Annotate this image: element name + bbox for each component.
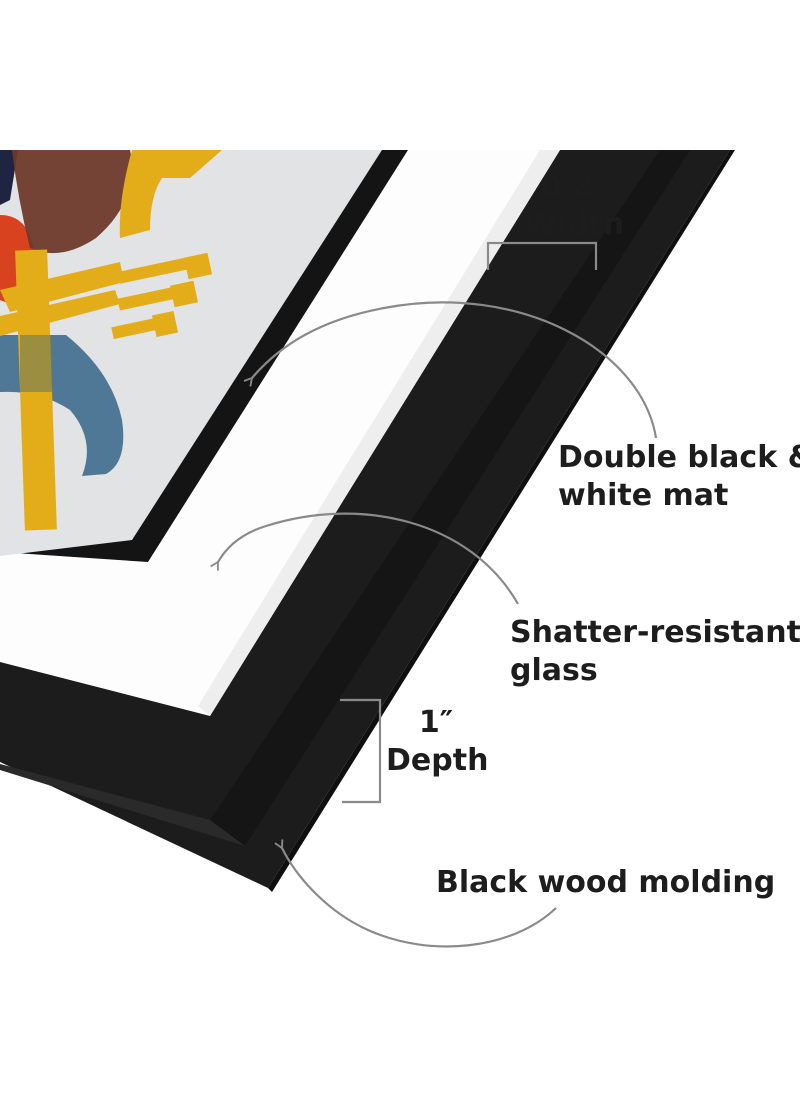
frame-side-face (268, 150, 735, 892)
width-callout: 0.8″ Width (512, 168, 636, 244)
depth-label: Depth (386, 743, 489, 778)
depth-dimension-bracket (340, 698, 382, 804)
mat-label-line2: white mat (558, 478, 729, 513)
white-mat-bevel (198, 150, 560, 716)
glass-callout: Shatter-resistant glass (510, 614, 800, 690)
mat-label-line1: Double black & (558, 440, 800, 475)
molding-label: Black wood molding (436, 865, 776, 900)
mat-callout-arrow (252, 301, 658, 439)
mat-callout: Double black & white mat (558, 439, 800, 515)
glass-label-line1: Shatter-resistant (510, 615, 800, 650)
depth-callout: 1″ Depth (386, 704, 489, 780)
frame-inner-bevel (210, 150, 690, 846)
molding-callout: Black wood molding (436, 864, 775, 902)
molding-callout-arrow (282, 848, 557, 948)
glass-label-line2: glass (510, 653, 598, 688)
frame-highlight (0, 764, 245, 846)
depth-value: 1″ (418, 705, 454, 740)
glass-callout-arrow (218, 512, 519, 605)
width-label: Width (523, 207, 625, 242)
width-value: 0.8″ (540, 169, 608, 204)
width-dimension-bracket (486, 241, 598, 270)
